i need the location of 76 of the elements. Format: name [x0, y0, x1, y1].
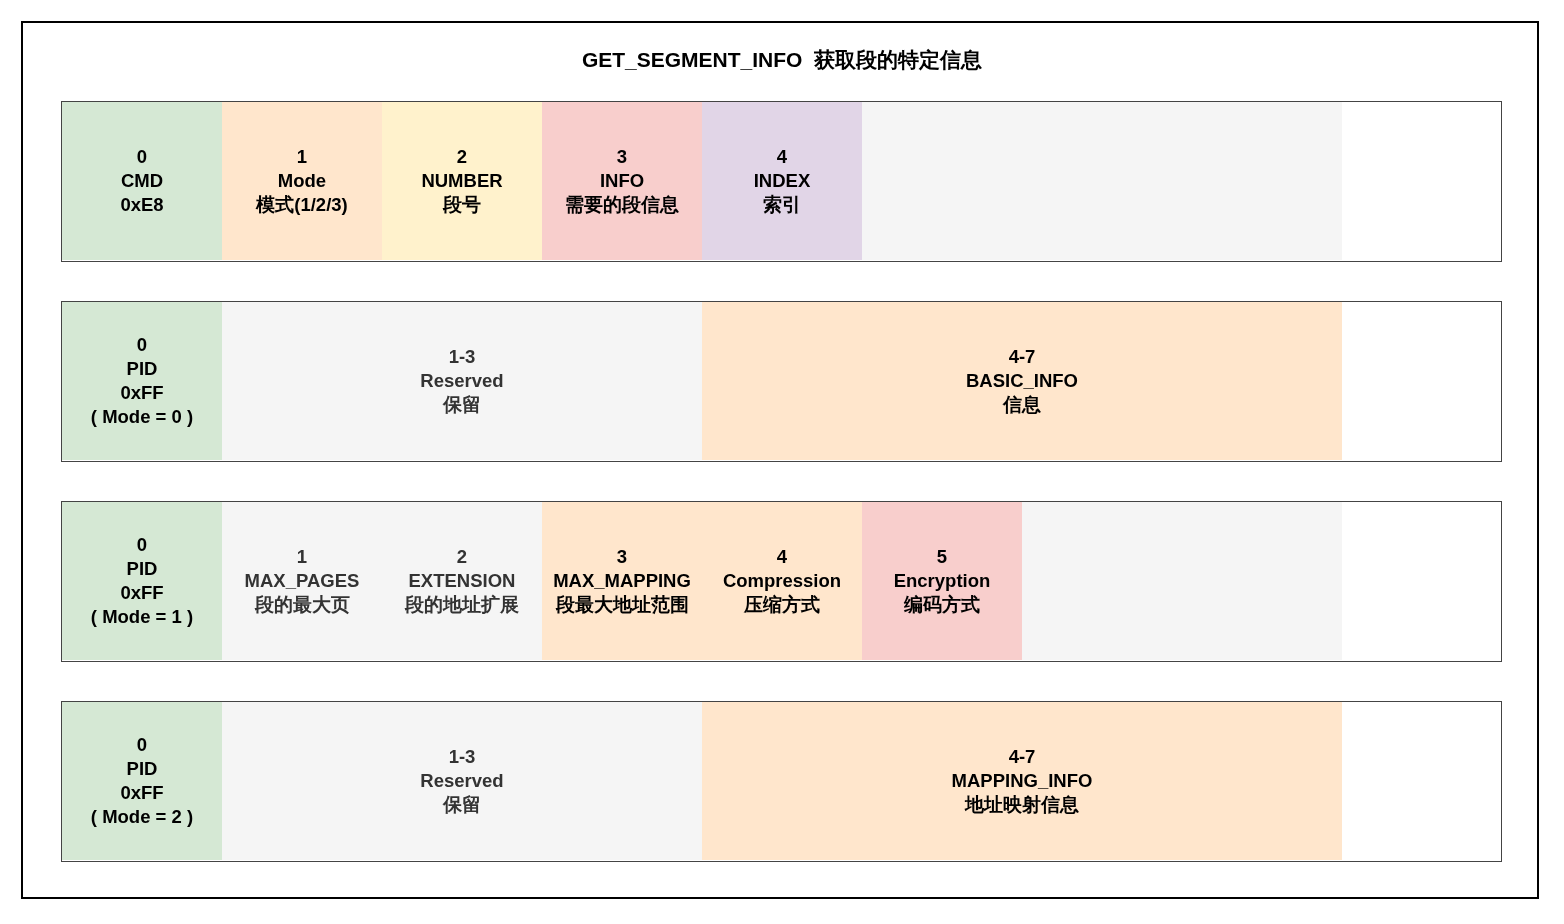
field-cell: [702, 702, 1342, 860]
cell-text: 3: [616, 545, 628, 569]
cell-text: 段的最大页: [254, 593, 350, 617]
cell-text: EXTENSION: [408, 569, 516, 593]
cell-text: 0xFF: [120, 581, 164, 605]
cell-text: 0: [136, 533, 148, 557]
title: GET_SEGMENT_INFO 获取段的特定信息: [580, 47, 984, 73]
cell-text: 信息: [1003, 393, 1041, 417]
cell-text: 2: [456, 545, 468, 569]
cell-text: 1: [296, 145, 308, 169]
field-row: [61, 501, 1502, 662]
cell-text: 0: [136, 145, 148, 169]
cell-text: 索引: [763, 193, 801, 217]
cell-text: 1-3: [448, 745, 476, 769]
field-cell: [542, 502, 702, 660]
cell-text: ( Mode = 1 ): [90, 605, 194, 629]
cell-text: CMD: [120, 169, 164, 193]
cell-text: 需要的段信息: [565, 193, 679, 217]
field-cell: [222, 502, 382, 660]
cell-text: 0xFF: [120, 781, 164, 805]
field-cell: [222, 702, 702, 860]
cell-text: 模式(1/2/3): [256, 193, 348, 217]
field-row: [61, 101, 1502, 262]
cell-text: Mode: [277, 169, 327, 193]
cell-text: 1: [296, 545, 308, 569]
field-cell: [62, 702, 222, 860]
cell-text: Reserved: [420, 769, 504, 793]
cell-text: Compression: [722, 569, 842, 593]
field-cell: [862, 502, 1022, 660]
cell-text: 段的地址扩展: [405, 593, 519, 617]
cell-text: 地址映射信息: [965, 793, 1079, 817]
field-cell: [702, 102, 862, 260]
cell-text: 压缩方式: [744, 593, 820, 617]
cell-text: BASIC_INFO: [965, 369, 1078, 393]
cell-text: 段最大地址范围: [555, 593, 689, 617]
cell-text: 1-3: [448, 345, 476, 369]
cell-text: 保留: [443, 393, 481, 417]
field-row: [61, 301, 1502, 462]
cell-text: INFO: [599, 169, 645, 193]
cell-text: 0: [136, 733, 148, 757]
cell-text: 0: [136, 333, 148, 357]
field-cell: [222, 102, 382, 260]
cell-text: 4-7: [1008, 345, 1036, 369]
field-cell: [222, 302, 702, 460]
cell-text: PID: [126, 357, 158, 381]
cell-text: MAPPING_INFO: [951, 769, 1093, 793]
field-cell: [382, 102, 542, 260]
cell-text: MAX_MAPPING: [553, 569, 691, 593]
cell-text: ( Mode = 2 ): [90, 805, 194, 829]
cell-text: 4-7: [1008, 745, 1036, 769]
cell-text: 4: [776, 545, 788, 569]
field-cell: [62, 302, 222, 460]
field-cell: [382, 502, 542, 660]
cell-text: PID: [126, 757, 158, 781]
field-cell: [62, 102, 222, 260]
cell-text: 段号: [443, 193, 481, 217]
cell-text: 4: [776, 145, 788, 169]
cell-text: Encryption: [893, 569, 991, 593]
cell-text: 编码方式: [904, 593, 980, 617]
field-row: [61, 701, 1502, 862]
field-cell: [702, 302, 1342, 460]
cell-text: 0xE8: [120, 193, 164, 217]
cell-text: 2: [456, 145, 468, 169]
cell-text: 3: [616, 145, 628, 169]
field-cell: [62, 502, 222, 660]
cell-text: 0xFF: [120, 381, 164, 405]
cell-text: PID: [126, 557, 158, 581]
field-cell: [542, 102, 702, 260]
cell-text: MAX_PAGES: [244, 569, 360, 593]
cell-text: 保留: [443, 793, 481, 817]
cell-text: INDEX: [753, 169, 811, 193]
field-cell: [702, 502, 862, 660]
cell-text: NUMBER: [421, 169, 503, 193]
cell-text: 5: [936, 545, 948, 569]
cell-text: Reserved: [420, 369, 504, 393]
cell-text: ( Mode = 0 ): [90, 405, 194, 429]
